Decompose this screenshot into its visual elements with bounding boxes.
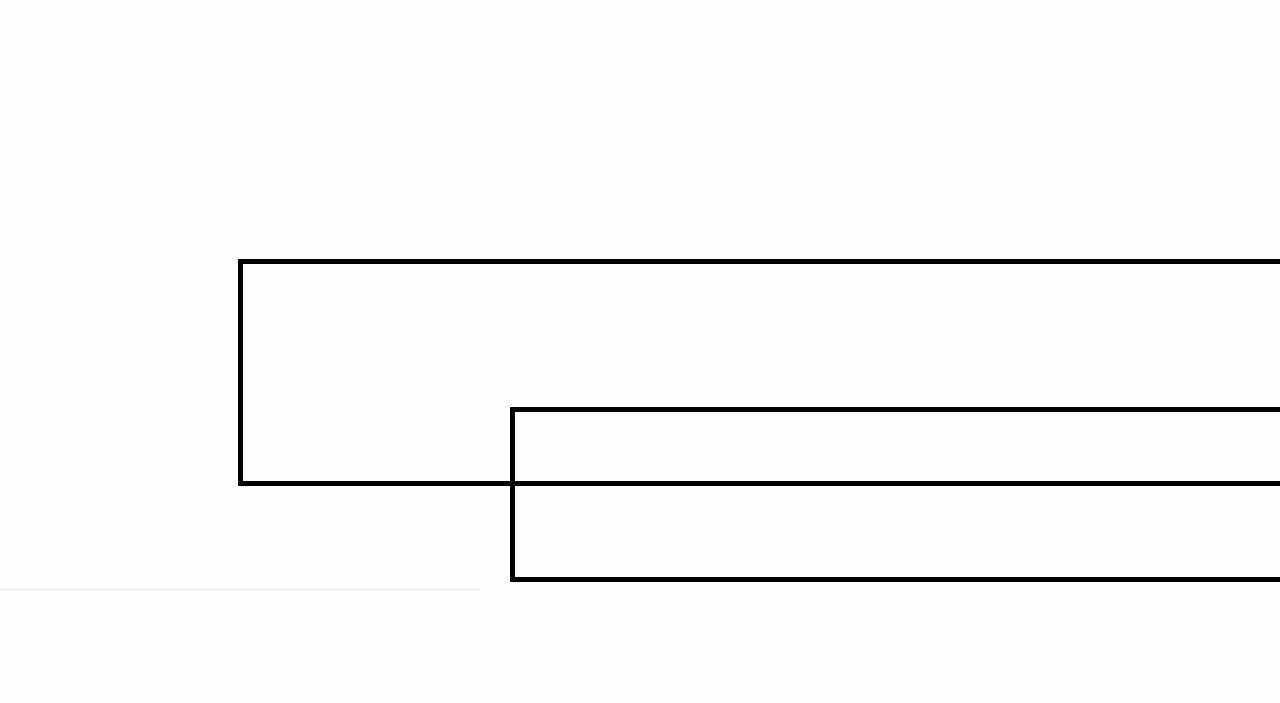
upper-rectangle bbox=[238, 259, 1280, 486]
faint-divider bbox=[0, 588, 480, 591]
lower-rectangle bbox=[510, 407, 1280, 582]
